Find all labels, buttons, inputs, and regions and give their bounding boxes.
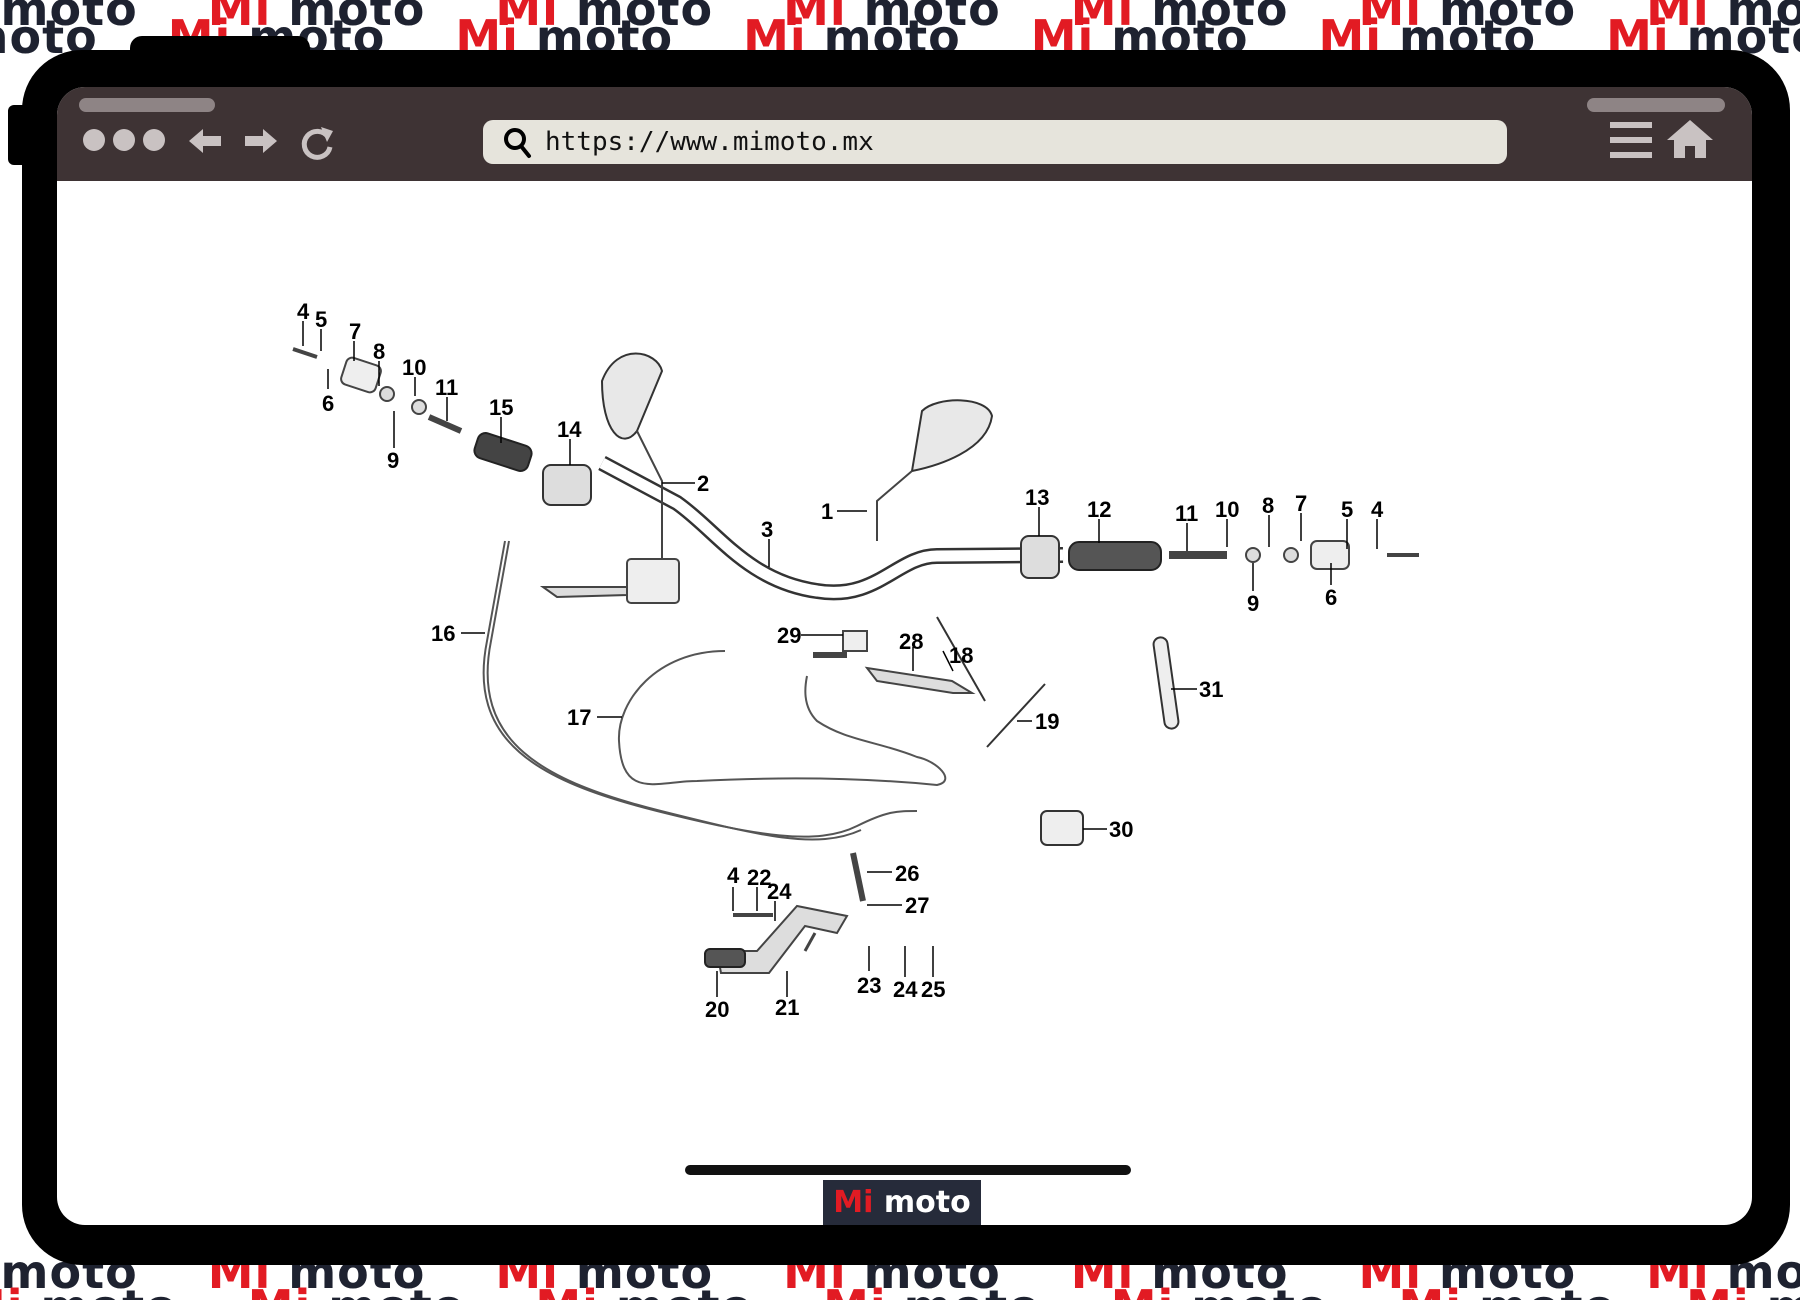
part-label: 29 [777, 623, 801, 648]
watermark-logo: Mi moto [207, 0, 426, 36]
part-label: 12 [1087, 497, 1111, 522]
watermark-row: Mi moto Mi moto Mi moto Mi moto Mi moto Mi mo… [0, 0, 1800, 36]
watermark-logo: Mi moto [0, 1280, 178, 1300]
device-side-button [8, 105, 32, 165]
switch-housing-shape [542, 464, 592, 506]
part-label: 10 [402, 355, 426, 380]
toolbar-pill [1587, 98, 1725, 112]
front-brake-lever-shape [539, 586, 628, 599]
part-label: 10 [1215, 497, 1239, 522]
address-bar[interactable]: https://www.mimoto.mx [483, 120, 1507, 164]
watermark-logo: Mi moto [535, 1280, 753, 1300]
part-label: 6 [1325, 585, 1337, 610]
part-label: 11 [1175, 501, 1198, 526]
window-dot[interactable] [83, 129, 105, 151]
part-label: 25 [921, 977, 945, 1002]
brand-second: moto [883, 1185, 971, 1220]
watermark-logo: Mi moto [1686, 1280, 1800, 1300]
part-label: 20 [705, 997, 729, 1022]
part-label: 7 [1295, 491, 1307, 516]
part-label: 2 [697, 471, 709, 496]
part-label: 18 [949, 643, 973, 668]
back-arrow-icon[interactable] [185, 123, 225, 159]
part-label: 19 [1035, 709, 1059, 734]
throttle-housing-shape [1020, 535, 1060, 579]
parts-diagram: 4 5 7 6 8 9 10 11 15 14 2 3 1 13 12 11 1… [292, 299, 1419, 1022]
home-icon[interactable] [1665, 118, 1715, 160]
reload-icon[interactable] [297, 123, 337, 163]
part-label: 23 [857, 973, 881, 998]
part-label: 8 [373, 339, 385, 364]
window-dot[interactable] [143, 129, 165, 151]
tablet-frame: https://www.mimoto.mx [8, 36, 1790, 1265]
watermark-logo: Mi moto [1358, 0, 1577, 36]
left-mirror-shape [600, 352, 664, 440]
part-label: 24 [767, 879, 792, 904]
watermark-logo: Mi moto [783, 0, 1001, 36]
watermark-logo: Mi moto [1111, 1280, 1329, 1300]
watermark-logo: Mi moto [1070, 0, 1289, 36]
part-label: 26 [895, 861, 919, 886]
home-indicator [685, 1165, 1131, 1175]
clutch-lever-shape [864, 666, 976, 694]
watermark-logo: Mi moto [248, 1280, 466, 1300]
part-label: 9 [387, 448, 399, 473]
watermark-logo: Mi moto [495, 0, 714, 36]
master-cylinder-shape [626, 558, 680, 604]
menu-icon[interactable] [1610, 120, 1652, 160]
throttle-cable-shape [617, 650, 947, 787]
forward-arrow-icon[interactable] [241, 123, 281, 159]
device-top-tab [210, 36, 310, 66]
part-label: 17 [567, 705, 591, 730]
part-label: 3 [761, 517, 773, 542]
part-label: 5 [1341, 497, 1353, 522]
part-label: 14 [557, 417, 582, 442]
part-label: 15 [489, 395, 513, 420]
part-label: 11 [435, 375, 458, 400]
watermark-logo: Mi moto [1646, 0, 1800, 36]
part-label: 27 [905, 893, 929, 918]
toolbar-pill [79, 98, 215, 112]
screen: https://www.mimoto.mx [57, 87, 1752, 1225]
clamp-shape [1040, 810, 1084, 846]
part-label: 16 [431, 621, 455, 646]
part-label: 4 [727, 863, 740, 888]
part-label: 24 [893, 977, 918, 1002]
part-label: 6 [322, 391, 334, 416]
left-grip-shape [473, 432, 533, 472]
right-mirror-shape [910, 399, 994, 473]
left-mirror-stem [636, 430, 663, 576]
part-label: 9 [1247, 591, 1259, 616]
part-label: 22 [747, 865, 771, 890]
part-label: 30 [1109, 817, 1133, 842]
part-label: 7 [349, 319, 361, 344]
part-label: 21 [775, 995, 799, 1020]
watermark-logo: Mi moto [823, 1280, 1041, 1300]
watermark-logo: Mi moto [0, 0, 138, 36]
brand-logo: Mi moto [823, 1180, 981, 1225]
brake-pedal-shape [715, 904, 849, 974]
part-label: 13 [1025, 485, 1049, 510]
part-label: 4 [1371, 497, 1384, 522]
watermark-row: Mi moto Mi moto Mi moto Mi moto Mi moto Mi mo… [0, 1280, 1800, 1300]
browser-toolbar: https://www.mimoto.mx [57, 87, 1752, 181]
watermark-logo: Mi moto [1398, 1280, 1616, 1300]
window-dot[interactable] [113, 129, 135, 151]
part-label: 28 [899, 629, 923, 654]
search-icon [504, 128, 531, 158]
part-label: 31 [1199, 677, 1223, 702]
part-label: 5 [315, 307, 327, 332]
part-label: 4 [297, 299, 310, 324]
right-mirror-stem [876, 470, 913, 541]
part-label: 8 [1262, 493, 1274, 518]
right-grip-shape [1068, 541, 1162, 571]
brand-first: Mi [833, 1185, 874, 1220]
url-text: https://www.mimoto.mx [545, 127, 874, 157]
strap-shape [1152, 636, 1180, 730]
part-label: 1 [821, 499, 833, 524]
